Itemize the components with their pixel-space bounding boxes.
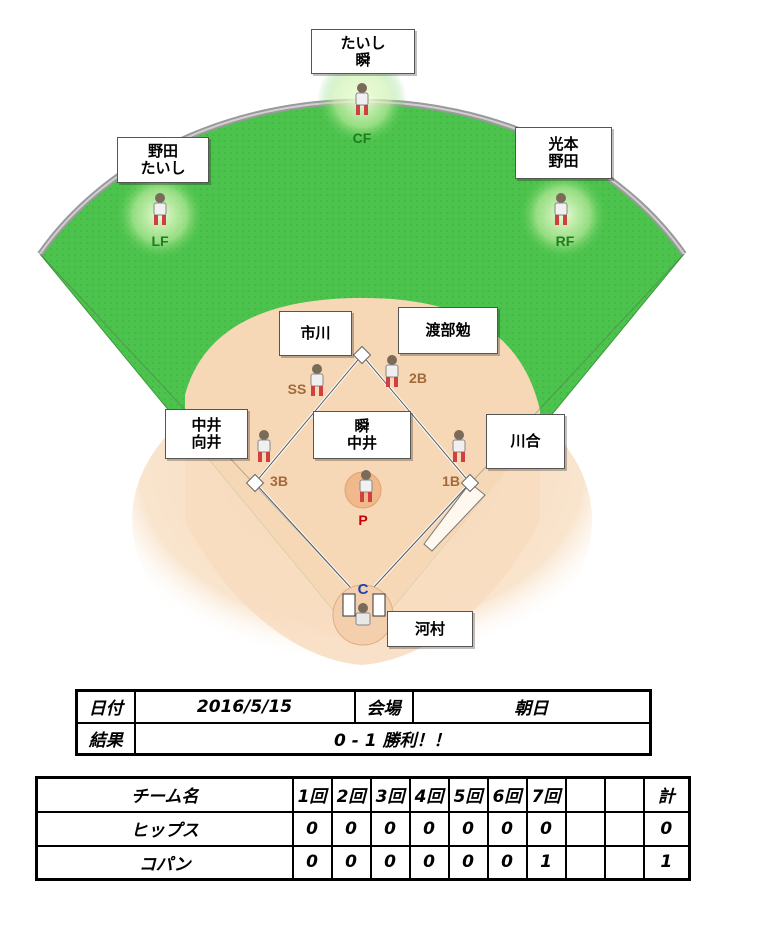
position-code-3b: 3B: [270, 473, 288, 489]
position-code-cf: CF: [353, 130, 372, 146]
team-name-header: チーム名: [35, 776, 294, 813]
c-player-1: 河村: [414, 619, 445, 638]
third-base: [245, 473, 265, 493]
player-figure-cf: [355, 83, 369, 115]
inning-score: [564, 844, 606, 881]
position-code-c: C: [358, 581, 369, 598]
player-figure-rf: [554, 193, 568, 225]
inning-score: 0: [486, 810, 528, 847]
position-code-lf: LF: [151, 233, 169, 249]
2b-player-1: 渡部勉: [425, 321, 471, 339]
inning-score: [564, 810, 606, 847]
cf-player-2: 瞬: [355, 50, 371, 69]
1b-player-1: 川合: [510, 432, 541, 450]
lf-player-2: たいし: [140, 159, 186, 177]
result-label: 結果: [75, 721, 136, 756]
position-code-rf: RF: [556, 233, 575, 249]
3b-player-label: 中井 向井: [165, 409, 248, 459]
runner-lane: [423, 482, 486, 552]
result-value: 0 - 1 勝利！！: [133, 721, 652, 756]
rf-player-1: 光本: [548, 135, 579, 153]
player-figure-3b: [257, 430, 271, 462]
player-figure-p: [359, 470, 373, 502]
game-info-table: 日付 2016/5/15 会場 朝日 結果 0 - 1 勝利！！: [75, 689, 652, 756]
inning-score: 0: [408, 810, 450, 847]
first-base: [460, 473, 480, 493]
player-figure-ss: [310, 364, 324, 396]
3b-player-1: 中井: [191, 416, 222, 434]
inning-header: [564, 776, 606, 813]
inning-score: 0: [408, 844, 450, 881]
team-total: 1: [642, 844, 691, 881]
inning-header: 6回: [486, 776, 528, 813]
player-figure-1b: [452, 430, 466, 462]
scoreboard-table: チーム名 1回 2回 3回 4回 5回 6回 7回 計 ヒップス 0 0 0 0…: [35, 776, 691, 881]
position-code-2b: 2B: [409, 370, 427, 386]
rf-player-label: 光本 野田: [515, 127, 612, 179]
scoreboard-header-row: チーム名 1回 2回 3回 4回 5回 6回 7回 計: [35, 776, 691, 813]
3b-player-2: 向井: [191, 433, 222, 451]
inning-header: 1回: [291, 776, 333, 813]
position-code-ss: SS: [288, 381, 307, 397]
player-figure-c: [355, 603, 371, 626]
c-player-label: 河村: [387, 611, 473, 647]
inning-score: 0: [525, 810, 567, 847]
inning-score: 0: [330, 844, 372, 881]
inning-score: 0: [447, 844, 489, 881]
position-code-p: P: [358, 512, 367, 528]
batters-box-left: [342, 593, 356, 617]
inning-score: [603, 844, 645, 881]
player-figure-lf: [153, 193, 167, 225]
inning-header: 4回: [408, 776, 450, 813]
inning-header: 3回: [369, 776, 411, 813]
venue-value: 朝日: [411, 689, 652, 724]
lf-player-label: 野田 たいし: [117, 137, 209, 183]
team-name: ヒップス: [35, 810, 294, 847]
inning-score: 0: [291, 810, 333, 847]
p-player-2: 中井: [346, 434, 377, 452]
lf-player-1: 野田: [147, 142, 178, 160]
total-header: 計: [642, 776, 691, 813]
team-total: 0: [642, 810, 691, 847]
cf-player-label: たいし 瞬: [311, 29, 415, 74]
position-code-1b: 1B: [442, 473, 460, 489]
1b-player-label: 川合: [486, 414, 565, 469]
inning-score: [603, 810, 645, 847]
baseball-field-diagram: CF LF RF SS 2B 3B 1B P C: [37, 55, 687, 680]
2b-player-label: 渡部勉: [398, 307, 498, 354]
player-figure-2b: [385, 355, 399, 387]
inning-score: 0: [447, 810, 489, 847]
team-row: コパン 0 0 0 0 0 0 1 1: [35, 844, 691, 881]
inning-score: 0: [291, 844, 333, 881]
inning-score: 0: [369, 844, 411, 881]
date-value: 2016/5/15: [133, 689, 356, 724]
p-player-label: 瞬 中井: [313, 411, 411, 459]
inning-score: 0: [330, 810, 372, 847]
inning-header: 2回: [330, 776, 372, 813]
inning-score: 0: [369, 810, 411, 847]
second-base: [352, 345, 372, 365]
team-row: ヒップス 0 0 0 0 0 0 0 0: [35, 810, 691, 847]
venue-label: 会場: [353, 689, 414, 724]
date-label: 日付: [75, 689, 136, 724]
ss-player-1: 市川: [300, 324, 331, 342]
rf-player-2: 野田: [548, 152, 579, 170]
inning-header: 7回: [525, 776, 567, 813]
inning-score: 1: [525, 844, 567, 881]
inning-score: 0: [486, 844, 528, 881]
batters-box-right: [372, 593, 386, 617]
cf-player-1: たいし: [340, 33, 386, 52]
ss-player-label: 市川: [279, 311, 352, 356]
inning-header: [603, 776, 645, 813]
p-player-1: 瞬: [354, 417, 370, 435]
team-name: コパン: [35, 844, 294, 881]
inning-header: 5回: [447, 776, 489, 813]
